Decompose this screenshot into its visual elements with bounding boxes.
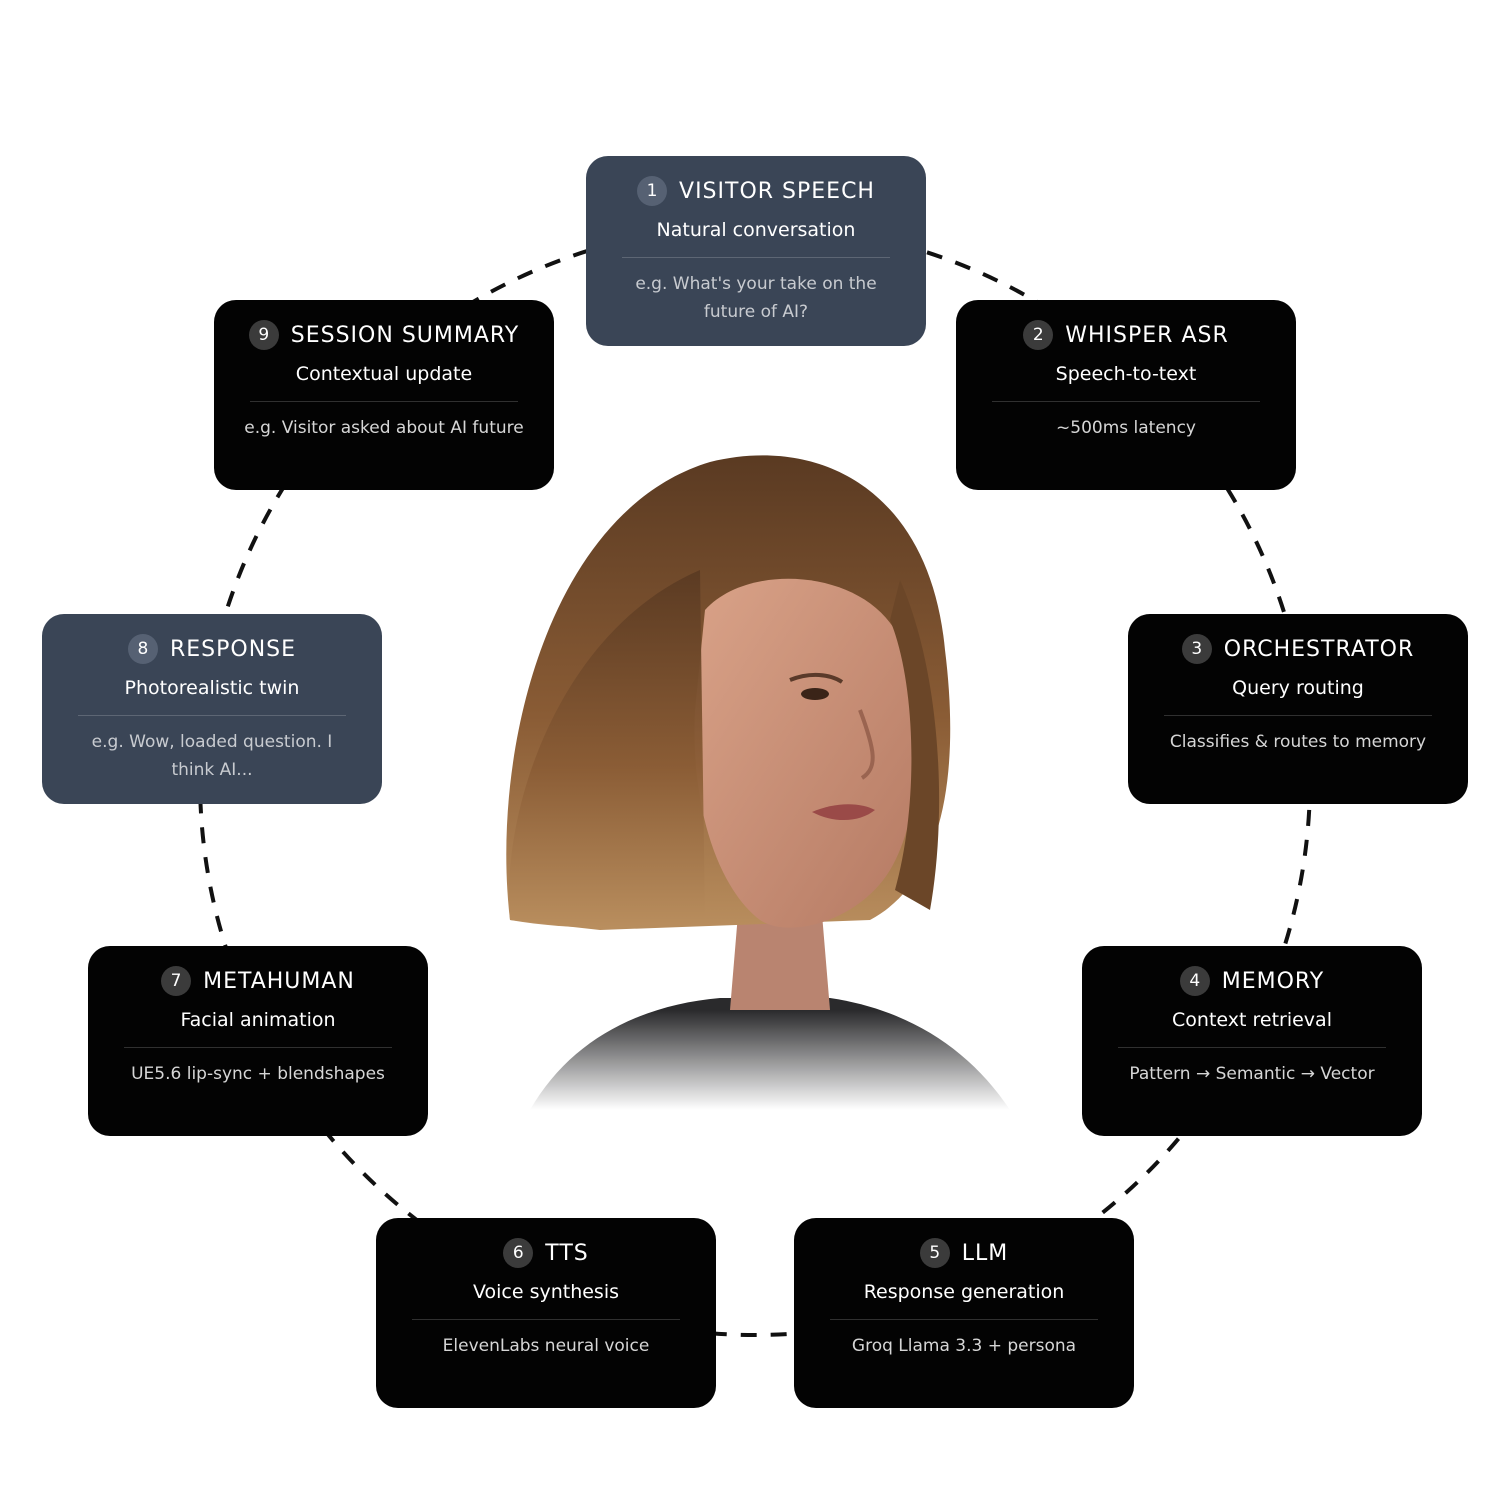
step-subtitle: Natural conversation	[656, 219, 856, 241]
step-subtitle: Voice synthesis	[472, 1281, 620, 1303]
step-subtitle: Speech-to-text	[1055, 363, 1197, 385]
step-detail: Groq Llama 3.3 + persona	[851, 1336, 1077, 1356]
step-detail: Pattern → Semantic → Vector	[1129, 1064, 1375, 1084]
step-tts: 6 TTS Voice synthesis ElevenLabs neural …	[376, 1218, 716, 1408]
digital-twin-portrait	[490, 455, 1050, 1110]
step-metahuman: 7 METAHUMAN Facial animation UE5.6 lip-s…	[88, 946, 428, 1136]
step-detail: e.g. Visitor asked about AI future	[244, 418, 524, 438]
step-response: 8 RESPONSE Photorealistic twin e.g. Wow,…	[42, 614, 382, 804]
step-number-badge: 5	[919, 1238, 950, 1268]
step-subtitle: Context retrieval	[1172, 1009, 1332, 1031]
step-subtitle: Contextual update	[295, 363, 473, 385]
step-number-badge: 6	[503, 1238, 534, 1268]
step-subtitle: Response generation	[863, 1281, 1065, 1303]
divider	[992, 401, 1260, 402]
step-number-badge: 4	[1179, 966, 1210, 996]
step-subtitle: Photorealistic twin	[124, 677, 300, 699]
step-title: WHISPER ASR	[1065, 322, 1229, 348]
divider	[250, 401, 518, 402]
step-title: MEMORY	[1221, 968, 1325, 994]
step-session-summary: 9 SESSION SUMMARY Contextual update e.g.…	[214, 300, 554, 490]
step-title: METAHUMAN	[203, 968, 355, 994]
step-subtitle: Facial animation	[180, 1009, 336, 1031]
divider	[1164, 715, 1432, 716]
step-title: SESSION SUMMARY	[290, 322, 520, 348]
step-detail: e.g. What's your take on the future of A…	[635, 274, 877, 322]
divider	[830, 1319, 1098, 1320]
step-detail: ElevenLabs neural voice	[442, 1336, 650, 1356]
step-title: ORCHESTRATOR	[1223, 636, 1415, 662]
step-number-badge: 9	[248, 320, 279, 350]
divider	[1118, 1047, 1386, 1048]
step-title: VISITOR SPEECH	[679, 178, 875, 204]
step-number-badge: 1	[637, 176, 668, 206]
step-number-badge: 2	[1023, 320, 1054, 350]
step-visitor-speech: 1 VISITOR SPEECH Natural conversation e.…	[586, 156, 926, 346]
step-detail: ~500ms latency	[1056, 418, 1196, 438]
step-orchestrator: 3 ORCHESTRATOR Query routing Classifies …	[1128, 614, 1468, 804]
step-detail: Classifies & routes to memory	[1169, 732, 1427, 752]
divider	[124, 1047, 392, 1048]
step-title: LLM	[961, 1240, 1009, 1266]
step-memory: 4 MEMORY Context retrieval Pattern → Sem…	[1082, 946, 1422, 1136]
step-number-badge: 3	[1181, 634, 1212, 664]
step-number-badge: 7	[161, 966, 192, 996]
step-title: RESPONSE	[169, 636, 297, 662]
step-detail: e.g. Wow, loaded question. I think AI...	[91, 732, 333, 780]
divider	[412, 1319, 680, 1320]
step-number-badge: 8	[127, 634, 158, 664]
divider	[78, 715, 346, 716]
step-detail: UE5.6 lip-sync + blendshapes	[131, 1064, 385, 1084]
step-subtitle: Query routing	[1232, 677, 1364, 699]
step-whisper-asr: 2 WHISPER ASR Speech-to-text ~500ms late…	[956, 300, 1296, 490]
divider	[622, 257, 890, 258]
step-llm: 5 LLM Response generation Groq Llama 3.3…	[794, 1218, 1134, 1408]
step-title: TTS	[545, 1240, 589, 1266]
